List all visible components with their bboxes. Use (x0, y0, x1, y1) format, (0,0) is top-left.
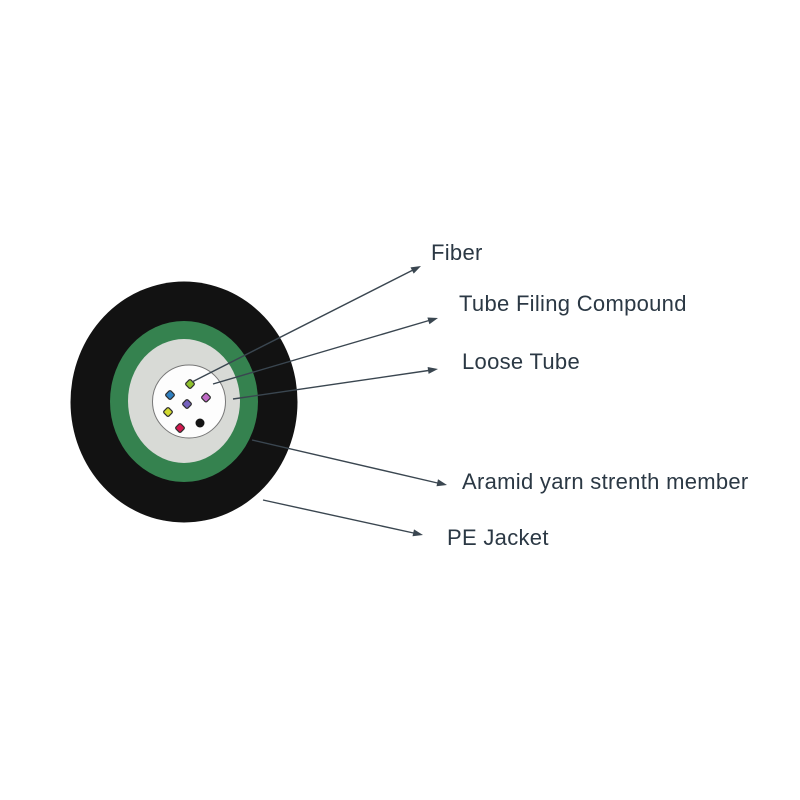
aramid-arrowhead (436, 479, 447, 487)
fiber-dot-blue (165, 390, 175, 400)
fiber-dot-orchid (201, 392, 211, 403)
label-loose-tube: Loose Tube (462, 349, 580, 374)
tube-filing-arrowhead (427, 317, 438, 325)
loose-tube-leader-line (232, 369, 429, 400)
fiber-dot-black (195, 418, 205, 428)
label-pe-jacket: PE Jacket (447, 525, 549, 550)
tube-filing-leader-line (212, 319, 430, 385)
fiber-dot-red (175, 423, 185, 433)
label-fiber: Fiber (431, 240, 483, 265)
fiber-arrowhead (410, 266, 421, 274)
pe-jacket-leader-line (262, 499, 414, 534)
fiber-dot-purple (182, 399, 192, 409)
aramid-leader-line (251, 439, 438, 484)
loose-tube-arrowhead (427, 367, 438, 374)
fiber-leader-line (191, 269, 414, 383)
pe-jacket-arrowhead (412, 529, 423, 537)
label-aramid-yarn-strength-member: Aramid yarn strenth member (462, 469, 749, 494)
fiber-dot-yellow (163, 407, 173, 417)
label-tube-filing-compound: Tube Filing Compound (459, 291, 687, 316)
